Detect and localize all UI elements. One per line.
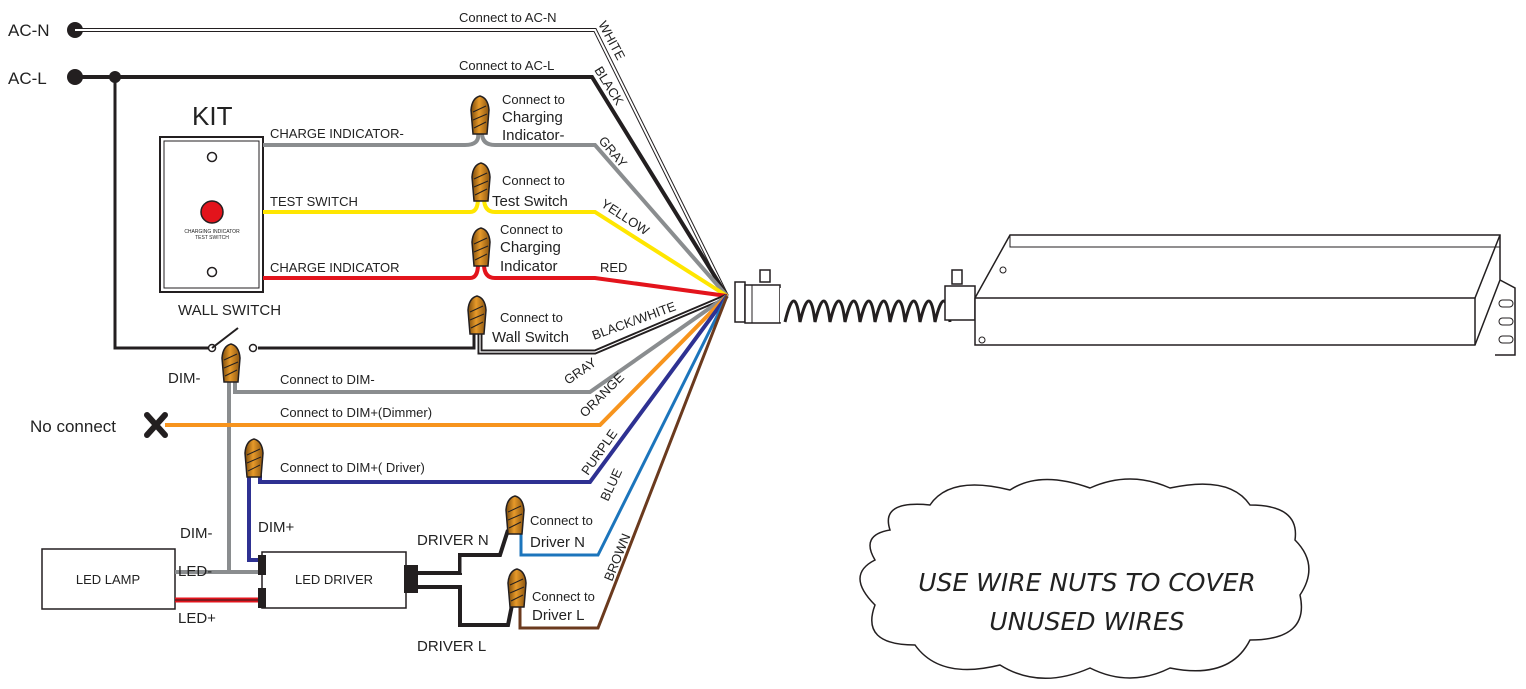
connect-charging-2: Charging — [500, 239, 561, 256]
connect-driver-n-1: Connect to — [530, 513, 593, 528]
note-line-2: UNUSED WIRES — [989, 607, 1184, 636]
connect-test-1: Connect to — [502, 173, 565, 188]
brown-driver-l-wire — [518, 295, 729, 630]
wire-nut-charging-icon — [471, 227, 491, 267]
connect-driver-n-2: Driver N — [530, 534, 585, 551]
no-connect-label: No connect — [30, 417, 116, 436]
wire-nut-driver-n-icon — [505, 495, 525, 535]
ac-n-wire — [67, 22, 729, 297]
ac-n-label: AC-N — [8, 21, 50, 40]
wall-switch — [207, 327, 258, 353]
wall-switch-label: WALL SWITCH — [178, 302, 281, 319]
led-driver-label: LED DRIVER — [295, 572, 373, 587]
driver-l-label: DRIVER L — [417, 638, 486, 655]
wire-nut-wall-switch-icon — [467, 295, 487, 335]
dim-neg-left-label: DIM- — [168, 370, 201, 387]
wire-nut-driver-l-icon — [507, 568, 527, 608]
kit-plate — [159, 136, 264, 293]
led-pos-label: LED+ — [178, 610, 216, 627]
ac-l-wire — [67, 69, 729, 350]
connect-charging-neg-1: Connect to — [502, 92, 565, 107]
plate-text-1: CHARGING INDICATOR — [184, 229, 240, 235]
dim-pos-label: DIM+ — [258, 519, 294, 536]
flex-conduit — [780, 288, 952, 323]
wire-nut-dim-pos-driver-icon — [244, 438, 264, 478]
connect-wall-1: Connect to — [500, 310, 563, 325]
kit-title: KIT — [192, 101, 233, 131]
connect-dim-neg: Connect to DIM- — [280, 372, 375, 387]
note-line-1: USE WIRE NUTS TO COVER — [918, 568, 1256, 597]
connect-charging-3: Indicator — [500, 258, 558, 275]
connect-charging-neg-3: Indicator- — [502, 127, 565, 144]
connect-test-2: Test Switch — [492, 193, 568, 210]
gray-charge-neg-wire — [263, 132, 729, 298]
connect-charging-1: Connect to — [500, 222, 563, 237]
led-driver-box — [258, 551, 418, 609]
color-label-gray-2: GRAY — [561, 354, 599, 387]
charge-indicator-label: CHARGE INDICATOR — [270, 260, 400, 275]
note-cloud — [859, 478, 1310, 679]
led-lamp-box — [41, 548, 262, 610]
ac-l-label: AC-L — [8, 69, 47, 88]
emergency-driver-box — [944, 234, 1516, 356]
black-white-wall-wire — [258, 293, 728, 355]
no-connect-x-icon — [144, 412, 168, 438]
connect-driver-l-1: Connect to — [532, 589, 595, 604]
purple-dim-pos-driver-wire — [247, 294, 729, 562]
connect-ac-n-label: Connect to AC-N — [459, 10, 557, 25]
blue-driver-n-wire — [519, 295, 729, 557]
conduit-connector — [734, 269, 781, 324]
color-label-blue: BLUE — [597, 466, 625, 503]
wire-nut-test-switch-icon — [471, 162, 491, 202]
driver-output-wires — [418, 529, 514, 627]
wire-nut-dim-neg-icon — [221, 343, 241, 383]
wire-nut-charging-neg-icon — [470, 95, 490, 135]
led-lamp-label: LED LAMP — [76, 572, 140, 587]
yellow-test-wire — [263, 197, 729, 298]
orange-dim-pos-dimmer-wire — [165, 294, 729, 427]
dim-neg-label: DIM- — [180, 525, 213, 542]
charge-indicator-neg-label: CHARGE INDICATOR- — [270, 126, 404, 141]
connect-driver-l-2: Driver L — [532, 607, 585, 624]
connect-dim-pos-dimmer: Connect to DIM+(Dimmer) — [280, 405, 432, 420]
test-switch-label: TEST SWITCH — [270, 194, 358, 209]
color-label-red: RED — [600, 260, 627, 275]
connect-charging-neg-2: Charging — [502, 109, 563, 126]
plate-text-2: TEST SWITCH — [195, 235, 229, 241]
connect-wall-2: Wall Switch — [492, 329, 569, 346]
driver-n-label: DRIVER N — [417, 532, 489, 549]
connect-ac-l-label: Connect to AC-L — [459, 58, 554, 73]
led-neg-label: LED- — [178, 563, 212, 580]
connect-dim-pos-driver: Connect to DIM+( Driver) — [280, 460, 425, 475]
